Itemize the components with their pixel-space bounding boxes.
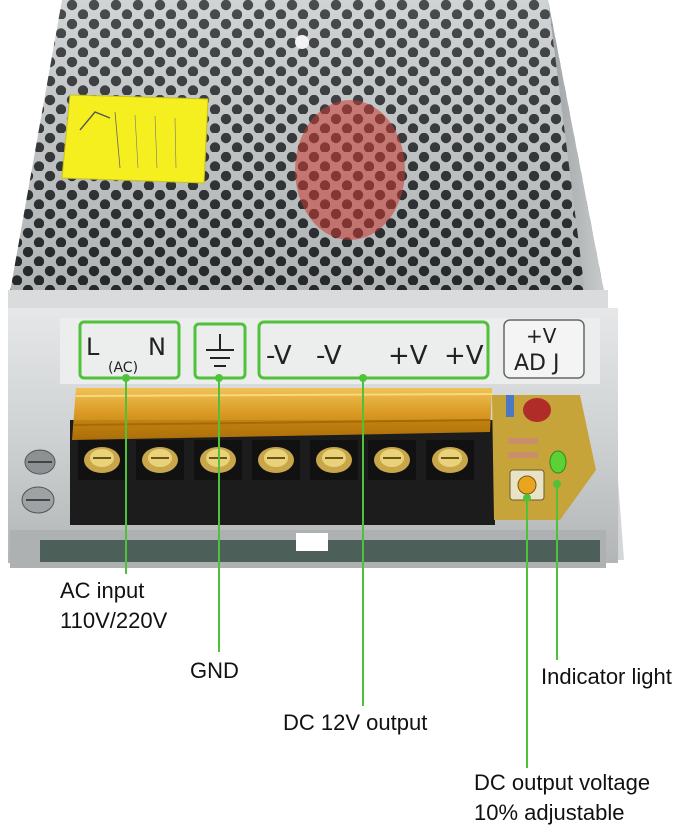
- ac-input-line2: 110V/220V: [60, 608, 168, 633]
- resistor: [506, 395, 514, 417]
- screw-terminal: [310, 440, 358, 480]
- gnd-callout: GND: [190, 658, 239, 683]
- ac-l-label: L: [86, 333, 100, 361]
- capacitor: [523, 398, 551, 422]
- dc-term-label: -V: [266, 341, 292, 371]
- adjust-leader-dot: [523, 494, 531, 502]
- indicator-callout: Indicator light: [541, 664, 672, 689]
- screw-terminal: [136, 440, 184, 480]
- dc-term-label: +V: [388, 341, 428, 371]
- adjust-line2: 10% adjustable: [474, 800, 625, 825]
- ac-sub-label: (AC): [108, 360, 138, 376]
- screw-terminal: [426, 440, 474, 480]
- screw-terminal: [78, 440, 126, 480]
- dc-output-highlight: [257, 320, 490, 380]
- mounting-screw: [21, 486, 55, 514]
- adjust-knob-icon: [517, 475, 537, 495]
- ground-symbol-icon: [206, 334, 234, 367]
- mounting-screw: [24, 449, 56, 475]
- terminal-cover: [72, 388, 493, 440]
- dc-term-label: +V: [444, 341, 484, 371]
- adjust-callout: DC output voltage 10% adjustable: [474, 768, 650, 828]
- ac-input-leader-dot: [122, 374, 130, 382]
- circuit-board: [492, 395, 596, 520]
- screw-terminal: [368, 440, 416, 480]
- ac-input-line1: AC input: [60, 578, 145, 603]
- dc-output-leader-dot: [359, 374, 367, 382]
- indicator-led: [549, 450, 567, 474]
- resistor: [508, 438, 538, 444]
- adjust-line1: DC output voltage: [474, 770, 651, 795]
- ac-n-label: N: [148, 333, 166, 361]
- ac-input-callout: AC input 110V/220V: [60, 576, 167, 636]
- adj-top-label: +V: [526, 324, 557, 348]
- adj-bottom-label: AD J: [514, 351, 559, 376]
- indicator-leader-dot: [553, 480, 561, 488]
- dc-output-callout: DC 12V output: [283, 710, 428, 735]
- leader-lines: [122, 374, 561, 768]
- perforated-top-cover: [10, 0, 604, 292]
- dc-term-label: -V: [316, 341, 342, 371]
- warning-label-icon: [61, 94, 209, 184]
- resistor: [508, 452, 538, 458]
- gnd-leader-dot: [215, 374, 223, 382]
- screw-terminal: [252, 440, 300, 480]
- adj-label-box: [503, 319, 585, 379]
